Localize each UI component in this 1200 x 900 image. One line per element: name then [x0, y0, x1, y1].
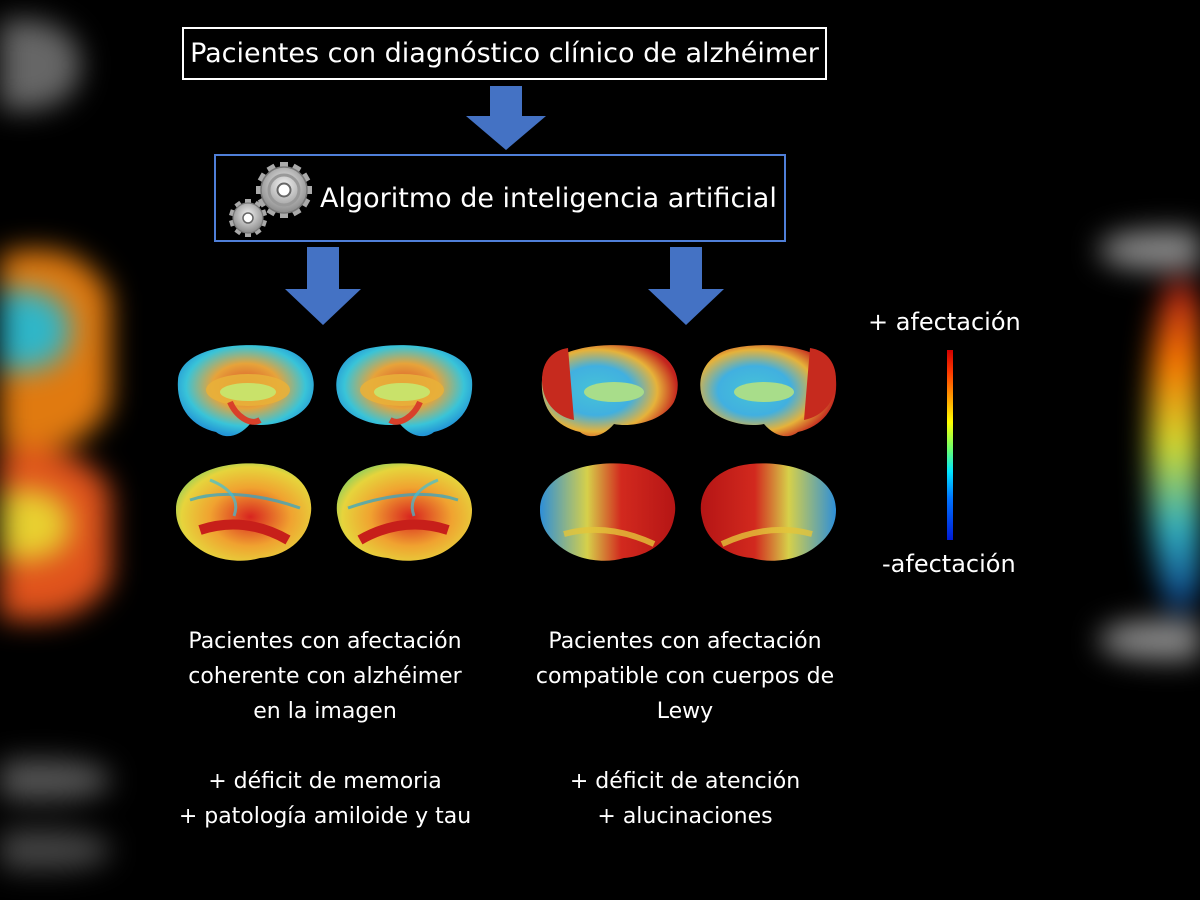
brain-lateral-left — [540, 463, 676, 561]
arrow-down-left-icon — [285, 247, 361, 325]
color-scale-bar — [947, 350, 953, 540]
brain-lateral-right — [336, 463, 472, 561]
brain-medial-right — [700, 345, 837, 437]
arrow-down-icon — [466, 86, 546, 150]
caption-line: en la imagen — [253, 699, 397, 724]
diagnosis-box-text: Pacientes con diagnóstico clínico de alz… — [190, 38, 819, 69]
brain-lateral-right — [700, 463, 836, 561]
algorithm-box: Algoritmo de inteligencia artificial — [214, 154, 786, 242]
brain-medial-left — [177, 345, 314, 437]
algorithm-box-text: Algoritmo de inteligencia artificial — [320, 182, 777, 214]
gears-icon — [229, 162, 312, 237]
blurred-background-left — [0, 0, 110, 900]
scale-bottom-label: -afectación — [882, 550, 1016, 578]
arrow-down-right-icon — [648, 247, 724, 325]
brain-lateral-left — [176, 463, 312, 561]
blurred-background-right — [1090, 0, 1200, 900]
caption-line: compatible con cuerpos de — [535, 664, 835, 689]
caption-line: coherente con alzhéimer — [188, 664, 462, 689]
brain-maps-alzheimer — [176, 345, 473, 561]
brain-maps-lewy — [540, 345, 837, 561]
caption-line: Lewy — [656, 699, 714, 724]
detail-line: + déficit de atención — [569, 769, 801, 794]
detail-line: + alucinaciones — [597, 804, 773, 829]
brain-medial-right — [336, 345, 473, 437]
detail-line: + déficit de memoria — [208, 769, 442, 794]
caption-line: Pacientes con afectación — [188, 629, 462, 654]
caption-line: Pacientes con afectación — [548, 629, 822, 654]
detail-line: + patología amiloide y tau — [178, 804, 472, 829]
diagnosis-box: Pacientes con diagnóstico clínico de alz… — [182, 27, 827, 80]
scale-top-label: + afectación — [868, 308, 1021, 336]
caption-lewy: Pacientes con afectación compatible con … — [515, 624, 855, 834]
caption-alzheimer: Pacientes con afectación coherente con a… — [160, 624, 490, 834]
brain-medial-left — [541, 345, 678, 437]
